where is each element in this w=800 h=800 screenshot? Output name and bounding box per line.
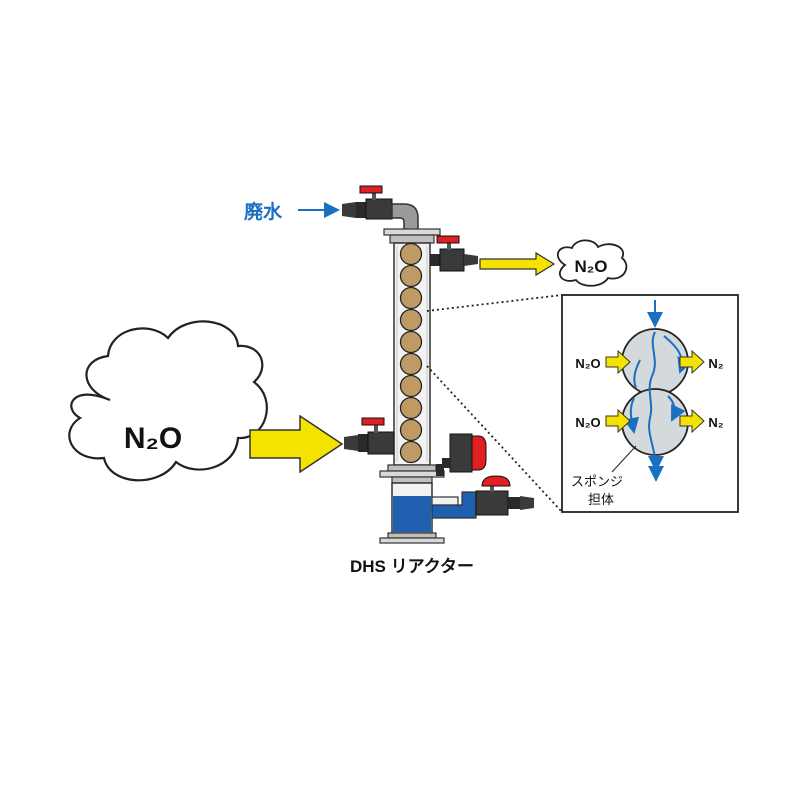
sponge-carrier — [399, 286, 423, 310]
sponge-carrier — [399, 330, 423, 354]
reactor-title: DHS リアクター — [350, 557, 474, 576]
inset-n2o-label-bottom: N₂O — [575, 415, 600, 430]
inset-n2-arrow-top — [679, 349, 705, 375]
water-flow-paths — [623, 300, 693, 482]
inset-n2o-label-top: N₂O — [575, 356, 600, 371]
inset-n2o-arrow-top — [605, 349, 631, 375]
effluent-valve — [475, 475, 534, 516]
sponge-carrier — [399, 308, 423, 332]
zoom-line-top — [426, 294, 563, 312]
sponge-carrier — [399, 440, 423, 464]
treated-water — [393, 496, 431, 532]
n2o-inlet-arrow — [249, 414, 344, 474]
inlet-hose-barb — [342, 202, 366, 218]
inset-n2-arrow-bottom — [679, 408, 705, 434]
top-inlet-valve — [359, 185, 393, 220]
gas-inlet-valve — [344, 417, 395, 455]
n2o-source-label: N₂O — [124, 422, 182, 455]
inlet-elbow-pipe — [391, 203, 419, 233]
wastewater-label: 廃水 — [244, 200, 283, 223]
sampling-valve — [436, 433, 487, 476]
sponge-carrier — [399, 396, 423, 420]
n2o-outlet-label: N₂O — [574, 257, 607, 276]
gas-outlet-valve — [430, 235, 478, 272]
carrier-caption-line1: スポンジ — [571, 474, 623, 489]
n2o-source-cloud — [68, 320, 268, 482]
inset-n2-label-top: N₂ — [708, 356, 723, 371]
sponge-carriers — [399, 242, 423, 464]
carrier-detail-inset: N₂O N₂O N₂ N₂ スポンジ 担体 — [561, 294, 739, 513]
sponge-carrier — [399, 352, 423, 376]
inset-n2-label-bottom: N₂ — [708, 415, 723, 430]
top-flange — [383, 228, 441, 244]
carrier-leader-line — [611, 445, 637, 473]
n2o-outlet-arrow — [479, 251, 556, 277]
effluent-pipe — [431, 491, 477, 519]
middle-flange — [379, 464, 445, 484]
sponge-carrier — [399, 374, 423, 398]
zoom-line-bottom — [426, 365, 563, 513]
carrier-caption-line2: 担体 — [588, 492, 614, 507]
bottom-flange — [379, 532, 445, 544]
sponge-carrier — [399, 418, 423, 442]
inset-n2o-arrow-bottom — [605, 408, 631, 434]
n2o-outlet-cloud — [556, 239, 628, 287]
sponge-carrier — [399, 242, 423, 266]
sponge-carrier — [399, 264, 423, 288]
